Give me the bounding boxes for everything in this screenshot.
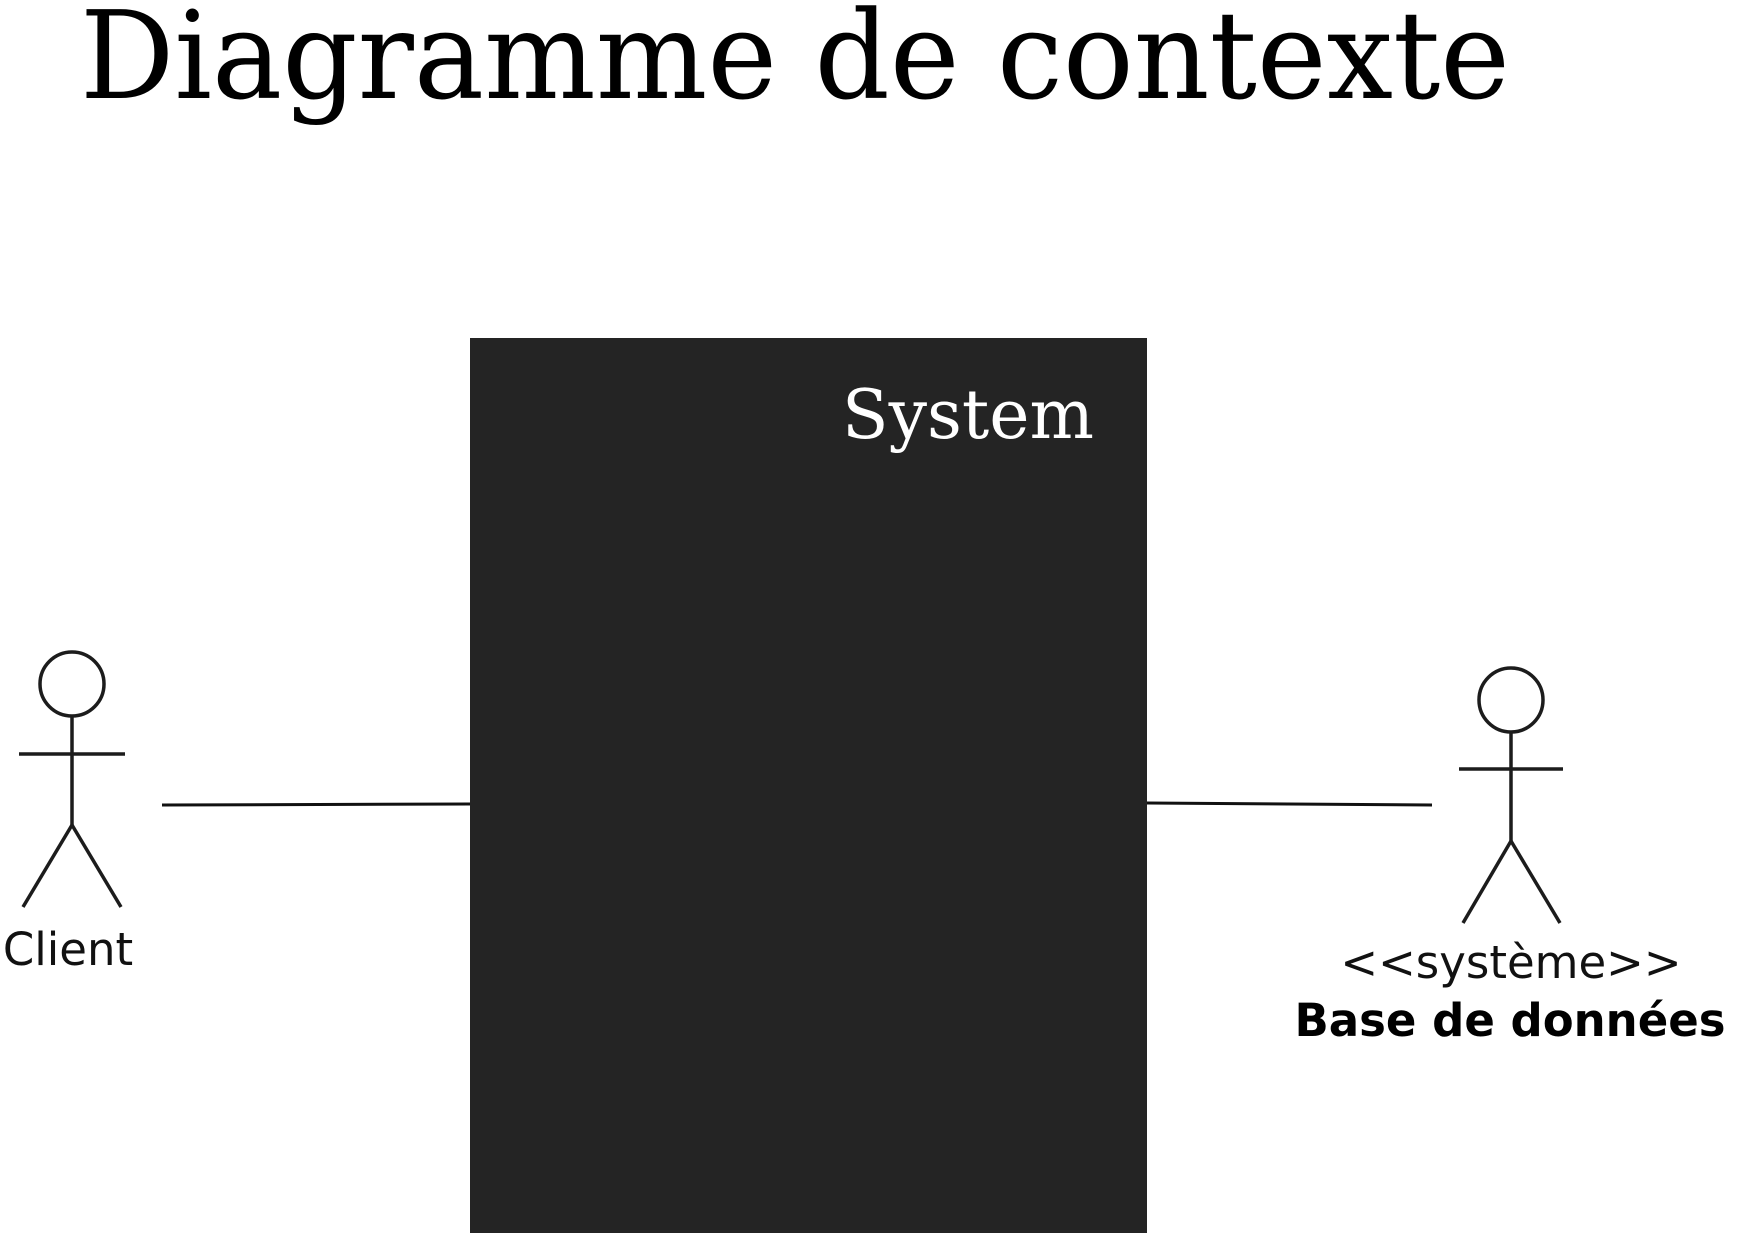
database-association-line (1146, 801, 1433, 807)
diagram-title: Diagramme de contexte (80, 0, 1510, 127)
client-actor-label: Client (3, 923, 133, 976)
database-actor-label: Base de données (1294, 994, 1725, 1047)
client-association-line (161, 802, 471, 807)
database-actor-icon (1459, 666, 1563, 924)
database-actor-stereotype: <<système>> (1340, 936, 1681, 989)
client-actor-icon (19, 650, 125, 908)
system-label: System (842, 376, 1094, 455)
system-boundary (470, 338, 1147, 1233)
